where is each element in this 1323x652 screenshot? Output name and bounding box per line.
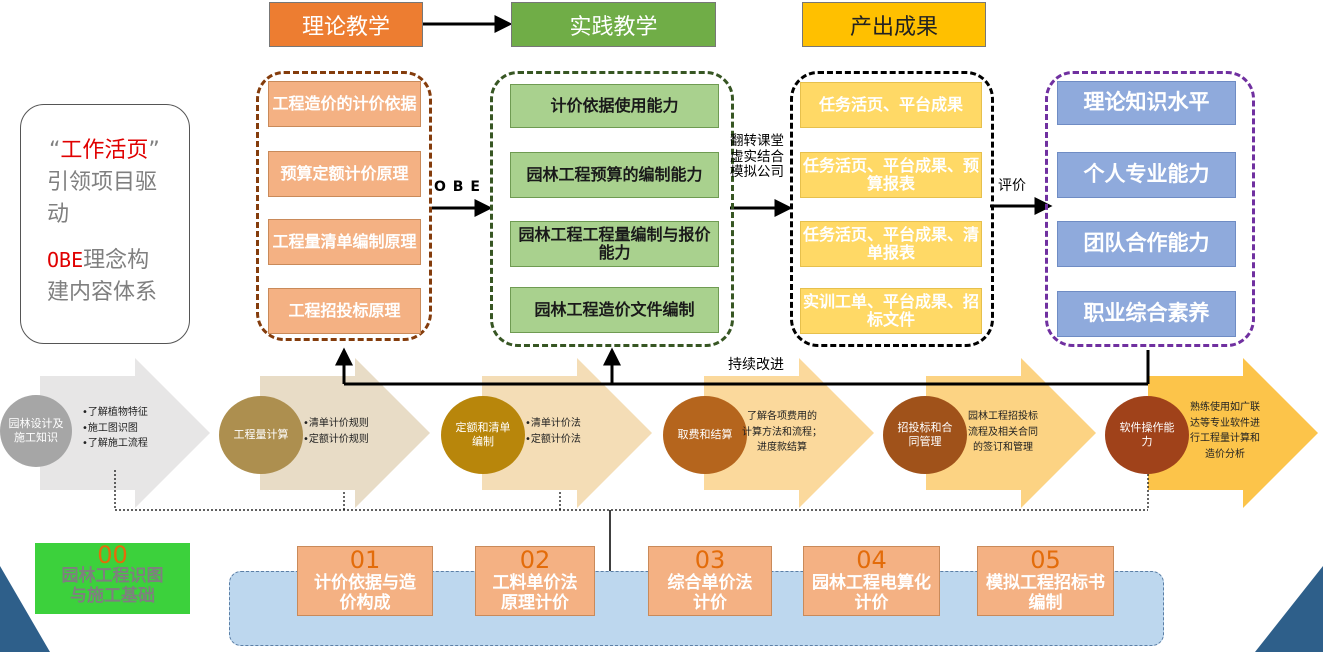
course-number: 01 [349, 546, 381, 575]
stage-circle: 定额和清单 编制 [441, 396, 525, 474]
obe-arrow-label: O B E [434, 179, 481, 195]
corner-decoration-right [1255, 566, 1323, 652]
header-practice-teaching: 实践教学 [511, 2, 716, 47]
course-name: 模拟工程招标书编制 [986, 573, 1105, 613]
side-note-line: 动 [47, 201, 70, 227]
practice-group [490, 71, 734, 347]
course-card: 00 园林工程识图与施工基础 [35, 543, 190, 614]
header-output-results: 产出成果 [802, 2, 986, 47]
practice-item: 园林工程造价文件编制 [510, 287, 719, 333]
course-number: 00 [97, 540, 128, 569]
stage-circle: 取费和结算 [663, 396, 747, 474]
practice-item: 园林工程工程量编制与报价能力 [510, 221, 719, 267]
side-note-line: 引领项目驱 [47, 169, 158, 195]
course-name: 计价依据与造价构成 [314, 573, 416, 613]
side-note-line: 建内容体系 [47, 279, 158, 305]
side-note-title: “工作活页” [49, 138, 160, 163]
evaluation-item: 理论知识水平 [1057, 81, 1236, 125]
stage-circle: 工程量计算 [219, 396, 303, 474]
theory-item: 工程造价的计价依据 [268, 81, 421, 127]
course-number: 04 [856, 546, 887, 575]
continuous-improvement-label: 持续改进 [728, 357, 784, 373]
output-group [790, 71, 994, 347]
header-theory-teaching: 理论教学 [269, 2, 423, 47]
stage-bullets: 了解各项费用的 计算方法和流程； 进度款结算 [742, 411, 822, 453]
evaluation-item: 团队合作能力 [1057, 221, 1236, 267]
evaluation-item: 职业综合素养 [1057, 291, 1236, 337]
stage-circle: 招投标和合 同管理 [883, 396, 967, 474]
corner-decoration-left [0, 566, 50, 652]
course-number: 05 [1030, 546, 1061, 575]
course-name: 园林工程电算化计价 [812, 573, 931, 613]
evaluation-arrow-label: 评价 [998, 178, 1026, 194]
practice-item: 计价依据使用能力 [510, 84, 719, 128]
course-number: 02 [519, 546, 551, 575]
stage-bullets: 园林工程招投标 流程及相关合同 的签订和管理 [968, 411, 1038, 453]
course-name: 工料单价法原理计价 [492, 573, 578, 613]
course-card: 03 综合单价法计价 [648, 546, 772, 616]
course-card: 02 工料单价法原理计价 [475, 546, 595, 616]
course-card: 01 计价依据与造价构成 [297, 546, 433, 616]
evaluation-item: 个人专业能力 [1057, 152, 1236, 198]
side-note-box: “工作活页” 引领项目驱 动 OBE理念构 建内容体系 [20, 104, 190, 344]
course-name: 综合单价法计价 [667, 573, 753, 613]
course-number: 03 [694, 546, 726, 575]
output-item: 任务活页、平台成果 [800, 82, 982, 128]
theory-item: 预算定额计价原理 [268, 151, 421, 197]
evaluation-group [1045, 71, 1255, 347]
output-item: 实训工单、平台成果、招标文件 [800, 288, 982, 334]
theory-item: 工程量清单编制原理 [268, 219, 421, 265]
course-card: 05 模拟工程招标书编制 [977, 546, 1114, 616]
theory-item: 工程招投标原理 [268, 288, 421, 334]
output-item: 任务活页、平台成果、清单报表 [800, 221, 982, 267]
stage-circle: 软件操作能 力 [1105, 396, 1189, 474]
course-card: 04 园林工程电算化计价 [803, 546, 940, 616]
stage-bullets: •清单计价规则•定额计价规则 [303, 418, 369, 445]
course-name: 园林工程识图与施工基础 [61, 565, 164, 606]
stage-bullets: •清单计价法•定额计价法 [525, 418, 581, 445]
stage-bullets: 熟练使用如广联 达等专业软件进 行工程量计算和 造价分析 [1190, 402, 1260, 460]
stage-arrows [40, 358, 1318, 508]
side-note-obe-line: OBE理念构 [47, 247, 150, 273]
practice-item: 园林工程预算的编制能力 [510, 152, 719, 198]
stage-bullets: •了解植物特征•施工图识图•了解施工流程 [82, 407, 148, 449]
theory-group [256, 71, 432, 341]
output-item: 任务活页、平台成果、预算报表 [800, 152, 982, 198]
stage-circle: 园林设计及 施工知识 [0, 395, 72, 467]
flip-classroom-label: 翻转课堂 虚实结合 模拟公司 [730, 133, 784, 181]
